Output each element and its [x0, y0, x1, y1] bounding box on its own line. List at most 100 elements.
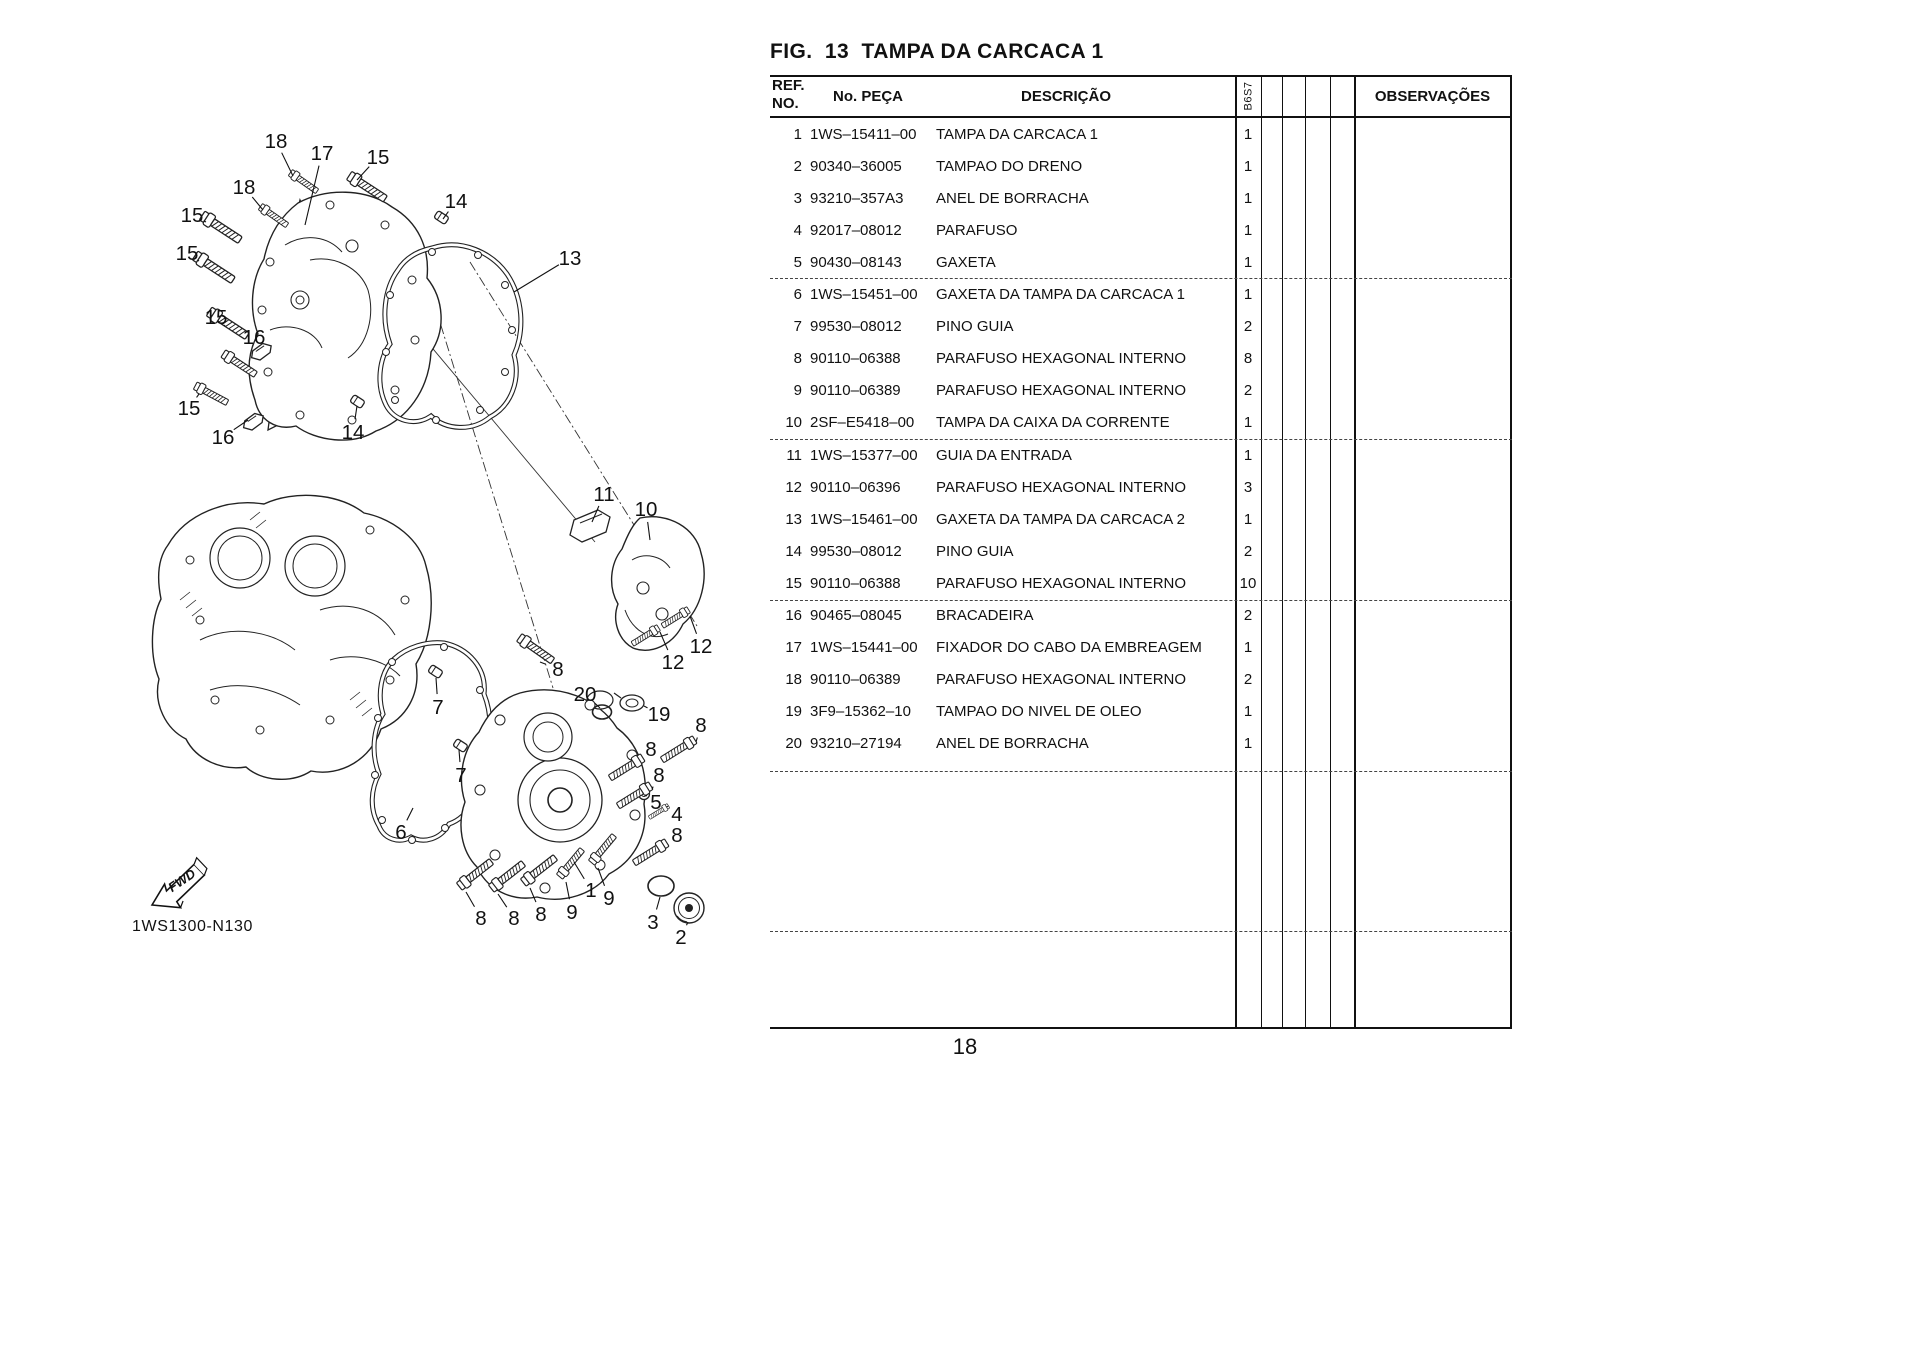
callout-number: 9	[566, 901, 577, 924]
callout-leader	[647, 521, 651, 541]
callout-leader	[233, 419, 249, 431]
callout-leader	[356, 166, 370, 181]
callout-leader	[573, 861, 585, 880]
callout-number: 15	[205, 306, 228, 329]
group-separator	[770, 600, 1512, 601]
row-part: 1WS–15451–00	[810, 286, 918, 304]
table-bottom-rule	[770, 1027, 1512, 1029]
callout-number: 5	[650, 791, 661, 814]
bolt-8	[658, 734, 699, 766]
row-desc: PARAFUSO HEXAGONAL INTERNO	[936, 574, 1187, 592]
row-qty: 2	[1243, 542, 1253, 560]
row-part: 90110–06388	[810, 574, 901, 592]
figure-title: FIG. 13 TAMPA DA CARCACA 1	[770, 40, 1104, 63]
callout-leader	[597, 867, 606, 886]
table-vrule	[1235, 75, 1237, 1029]
parts-diagram: FWD 181715181415151315161516141110121282…	[150, 130, 713, 949]
row-part: 93210–27194	[810, 734, 902, 752]
row-part: 93210–357A3	[810, 190, 904, 208]
row-desc: ANEL DE BORRACHA	[936, 734, 1089, 752]
row-ref: 12	[785, 478, 802, 496]
row-qty: 2	[1243, 670, 1253, 688]
drawing-code: 1WS1300-N130	[132, 918, 254, 935]
row-ref: 4	[793, 222, 802, 240]
row-desc: TAMPA DA CARCACA 1	[936, 126, 1098, 143]
row-qty: 10	[1239, 574, 1257, 592]
callout-leader	[591, 505, 600, 523]
row-qty: 1	[1243, 190, 1253, 208]
callout-leader	[203, 220, 207, 223]
row-desc: PARAFUSO HEXAGONAL INTERNO	[936, 382, 1187, 400]
row-qty: 1	[1243, 734, 1253, 752]
callout-number: 8	[653, 764, 664, 787]
intake-guide-11	[569, 509, 611, 543]
page-number: 18	[952, 1034, 978, 1059]
callout-number: 11	[593, 483, 614, 506]
row-desc: PARAFUSO HEXAGONAL INTERNO	[936, 670, 1187, 688]
row-desc: PARAFUSO HEXAGONAL INTERNO	[936, 350, 1187, 368]
row-qty: 1	[1243, 254, 1253, 272]
callout-number: 14	[445, 190, 468, 213]
table-top-rule	[770, 75, 1512, 77]
bolt-8	[515, 631, 557, 667]
row-ref: 11	[786, 446, 802, 464]
callout-number: 15	[178, 397, 201, 420]
row-part: 1WS–15441–00	[810, 638, 918, 656]
row-part: 90340–36005	[810, 158, 902, 176]
callout-number: 16	[243, 326, 266, 349]
dowel-pin-7	[427, 663, 444, 680]
callout-number: 12	[690, 635, 713, 658]
callout-leader	[565, 881, 570, 900]
callout-leader	[689, 615, 698, 634]
row-qty: 1	[1243, 510, 1253, 528]
row-desc: GAXETA	[936, 254, 996, 272]
callout-leader	[458, 749, 461, 763]
crankcase-cover-1	[248, 191, 442, 441]
callout-leader	[465, 891, 475, 908]
row-part: 90110–06389	[810, 670, 901, 688]
row-desc: ANEL DE BORRACHA	[936, 190, 1089, 208]
table-right-rule	[1510, 75, 1512, 1029]
callout-number: 20	[574, 683, 597, 706]
row-ref: 3	[793, 190, 802, 208]
callout-leader	[251, 196, 264, 211]
callout-number: 15	[176, 242, 199, 265]
callout-number: 7	[432, 696, 443, 719]
row-qty: 1	[1243, 286, 1253, 304]
callout-leader	[497, 893, 508, 908]
callout-number: 18	[233, 176, 256, 199]
row-qty: 2	[1243, 318, 1253, 336]
callout-number: 13	[559, 247, 582, 270]
callout-number: 14	[342, 421, 365, 444]
callout-leader	[659, 631, 669, 651]
row-ref: 8	[793, 350, 802, 368]
row-ref: 13	[785, 510, 802, 528]
row-part: 90430–08143	[810, 254, 902, 272]
row-part: 90465–08045	[810, 606, 902, 624]
group-separator	[770, 931, 1512, 932]
callout-number: 8	[552, 658, 563, 681]
o-ring-3	[647, 875, 675, 897]
row-ref: 18	[785, 670, 802, 688]
header-observations: OBSERVAÇÕES	[1374, 88, 1491, 105]
row-qty: 3	[1243, 478, 1253, 496]
callout-number: 8	[645, 738, 656, 761]
row-desc: PARAFUSO	[936, 222, 1018, 240]
row-ref: 1	[793, 126, 802, 143]
row-ref: 20	[785, 734, 802, 752]
callout-number: 8	[671, 824, 682, 847]
row-desc: TAMPA DA CAIXA DA CORRENTE	[936, 414, 1170, 432]
callout-leader	[651, 786, 654, 790]
callout-number: 19	[648, 703, 671, 726]
group-separator	[770, 278, 1512, 279]
o-ring-20	[591, 704, 613, 720]
table-vrule	[1330, 75, 1331, 1029]
callout-number: 8	[695, 714, 706, 737]
